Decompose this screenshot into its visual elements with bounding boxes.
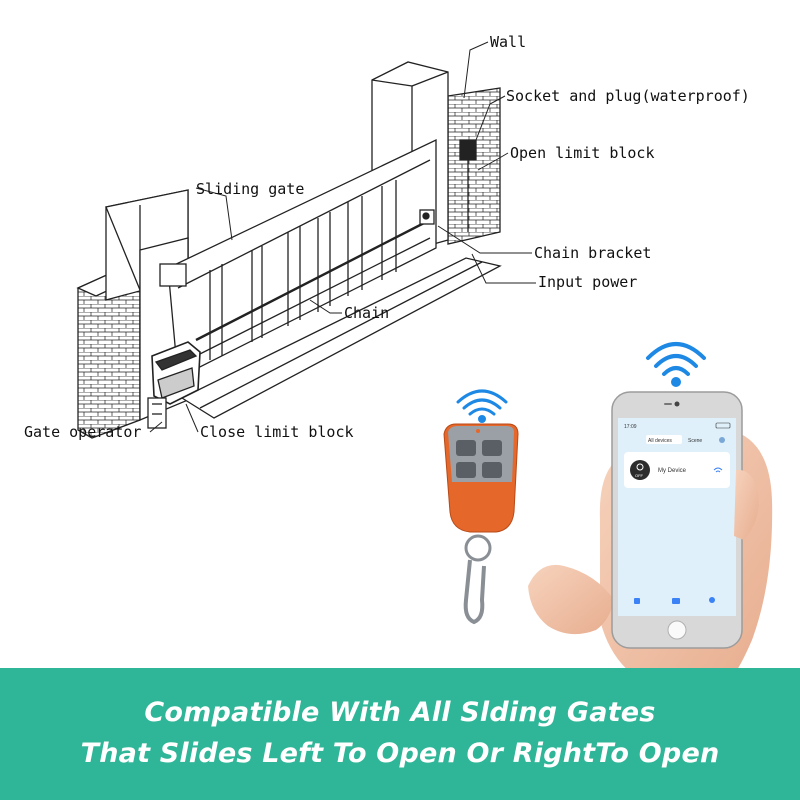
- label-socket: Socket and plug(waterproof): [506, 87, 750, 105]
- filter-dropdown[interactable]: [646, 435, 682, 444]
- phone-wifi-icon: [646, 342, 706, 387]
- caption-line-1: Compatible With All Slding Gates: [144, 697, 656, 728]
- label-close-limit: Close limit block: [200, 423, 354, 441]
- label-open-limit: Open limit block: [510, 144, 655, 162]
- label-wall: Wall: [490, 33, 526, 51]
- scene-tab[interactable]: Scene: [688, 438, 702, 444]
- remote-button-3: [456, 462, 476, 478]
- nav-profile-icon[interactable]: [709, 597, 715, 603]
- phone-time: 17:09: [624, 424, 637, 430]
- nav-home-icon[interactable]: [634, 598, 640, 604]
- caption-line-2: That Slides Left To Open Or RightTo Open: [80, 738, 720, 769]
- device-card[interactable]: [624, 452, 730, 488]
- device-name: My Device: [658, 468, 687, 474]
- phone-screen: [618, 418, 736, 616]
- label-chain-bracket: Chain bracket: [534, 244, 651, 262]
- remote-button-1: [456, 440, 476, 456]
- key-ring: [464, 534, 492, 562]
- thumb: [734, 469, 759, 540]
- device-wifi-icon: [713, 467, 723, 473]
- remote-button-4: [482, 462, 502, 478]
- track: [180, 257, 502, 419]
- nav-scene-icon[interactable]: [672, 598, 680, 604]
- phone-bottom-nav: [634, 597, 715, 604]
- socket-box: [459, 139, 477, 161]
- gate-line-art: [76, 41, 536, 439]
- label-input-power: Input power: [538, 273, 637, 291]
- right-wall: [447, 87, 501, 245]
- key-clasp: [463, 559, 486, 625]
- label-sliding-gate: Sliding gate: [196, 180, 304, 198]
- remote-button-2: [482, 440, 502, 456]
- svg-text:All devices: All devices: [648, 438, 672, 444]
- sliding-gate: [167, 138, 437, 380]
- chain-line: [195, 220, 427, 342]
- smartphone: 17:09 All devices Scene OFF My Device: [611, 391, 743, 649]
- remote-control: [443, 389, 519, 625]
- label-gate-operator: Gate operator: [24, 423, 141, 441]
- wifi-icon: [456, 389, 508, 423]
- label-chain: Chain: [344, 304, 389, 322]
- svg-text:OFF: OFF: [635, 473, 644, 478]
- caption-banner: [0, 668, 800, 800]
